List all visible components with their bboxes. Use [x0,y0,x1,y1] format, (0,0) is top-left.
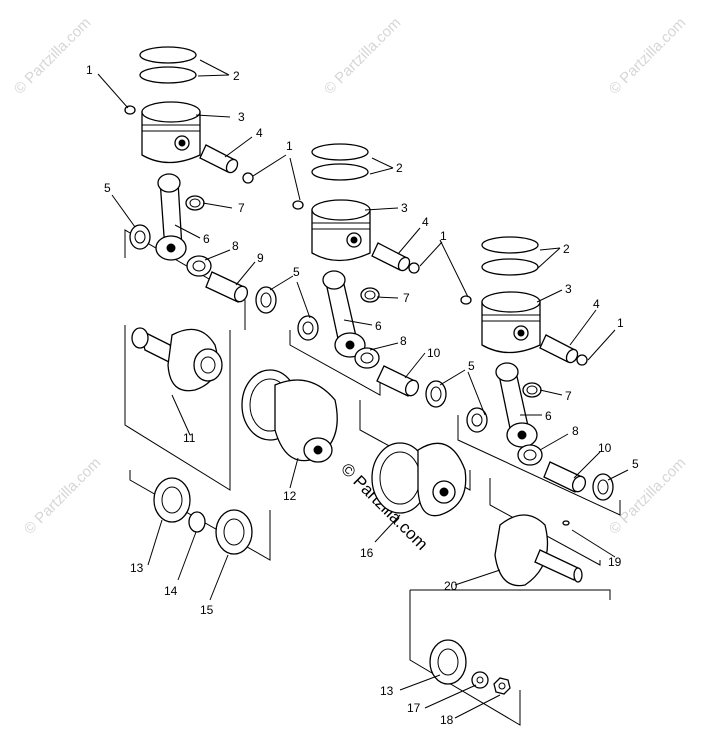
callout-3: 3 [401,201,408,215]
callout-2: 2 [233,69,240,83]
callout-10: 10 [427,346,441,360]
alignment-lines [124,229,621,726]
callout-6: 6 [375,319,382,333]
crank-half-left [131,327,223,392]
circlip-left-a [124,105,136,115]
callout-8: 8 [572,424,579,438]
thrust-washer-right [466,407,488,433]
callout-1: 1 [86,63,93,77]
needle-bearing-small-right [522,382,542,398]
callout-18: 18 [440,713,454,727]
watermarks: © Partzilla.com © Partzilla.com © Partzi… [11,14,689,554]
callout-5: 5 [632,457,639,471]
callout-labels: 1 2 3 4 1 5 7 6 8 9 5 2 3 4 1 7 6 8 10 5… [86,63,639,727]
callout-1: 1 [440,229,447,243]
piston-rings-left [139,46,197,84]
bearing-sleeve-9 [205,271,249,303]
snap-ring-14 [188,511,206,533]
thrust-washer-middle [297,315,319,341]
callout-4: 4 [256,126,263,140]
crank-end-20 [494,514,583,587]
crank-center-16 [371,442,467,517]
connecting-rod-right [495,362,538,448]
main-bearing-13-right [429,639,467,685]
circlip-left-b [242,172,254,184]
bearing-sleeve-10-right [543,461,587,493]
needle-bearing-large-right [517,444,543,466]
callout-6: 6 [203,232,210,246]
callout-20: 20 [444,579,458,593]
callout-5: 5 [468,359,475,373]
needle-bearing-large-left [186,255,212,277]
main-bearing-13-left [153,477,191,523]
callout-5: 5 [293,265,300,279]
callout-4: 4 [422,215,429,229]
crank-center-12 [241,369,338,463]
thrust-washer-5-middle-b [425,380,447,408]
callout-5: 5 [104,181,111,195]
callout-9: 9 [257,251,264,265]
callout-12: 12 [283,489,297,503]
callout-13: 13 [380,684,394,698]
nut-18 [493,677,511,695]
callout-7: 7 [403,291,410,305]
connecting-rod-middle [322,270,366,358]
piston-right [481,291,541,354]
callout-3: 3 [565,282,572,296]
piston-pin-middle [371,242,411,272]
thrust-washer-5-right-b [592,473,614,501]
callout-19: 19 [608,555,622,569]
leader-lines [97,59,629,719]
oil-seal-15 [215,509,253,555]
piston-pin-left [199,144,239,174]
watermark-bottom-right: © Partzilla.com [606,454,689,537]
watermark-top-right: © Partzilla.com [606,14,689,97]
callout-8: 8 [232,239,239,253]
callout-1: 1 [617,316,624,330]
callout-11: 11 [183,431,196,445]
callout-8: 8 [400,334,407,348]
callout-7: 7 [238,201,245,215]
thrust-washer-5-center-left [255,286,277,314]
needle-bearing-small-left [185,195,205,211]
washer-17 [471,671,489,689]
callout-7: 7 [565,389,572,403]
callout-3: 3 [238,110,245,124]
callout-4: 4 [593,297,600,311]
bearing-sleeve-10-middle [376,365,420,397]
callout-10: 10 [598,441,612,455]
circlip-right-b [576,354,588,366]
callout-1: 1 [286,139,293,153]
needle-bearing-small-middle [360,287,380,303]
circlip-middle-b [408,262,420,274]
piston-rings-middle [311,143,369,181]
piston-left [141,101,201,164]
callout-15: 15 [200,603,214,617]
callout-6: 6 [545,409,552,423]
callout-16: 16 [360,546,374,560]
thrust-washer-left [129,224,151,250]
callout-2: 2 [396,161,403,175]
connecting-rod-left [155,173,187,261]
callout-17: 17 [407,701,421,715]
circlip-right-a [460,295,472,305]
watermark-top-center: © Partzilla.com [321,14,404,97]
callout-13: 13 [130,561,144,575]
circlip-middle-a [292,200,304,210]
piston-middle [311,199,371,262]
callout-14: 14 [164,584,178,598]
watermark-top-left: © Partzilla.com [11,14,94,97]
piston-rings-right [481,236,539,276]
piston-pin-right [539,334,579,364]
watermark-bottom-left: © Partzilla.com [21,454,104,537]
callout-2: 2 [563,242,570,256]
needle-bearing-large-middle [354,347,380,369]
